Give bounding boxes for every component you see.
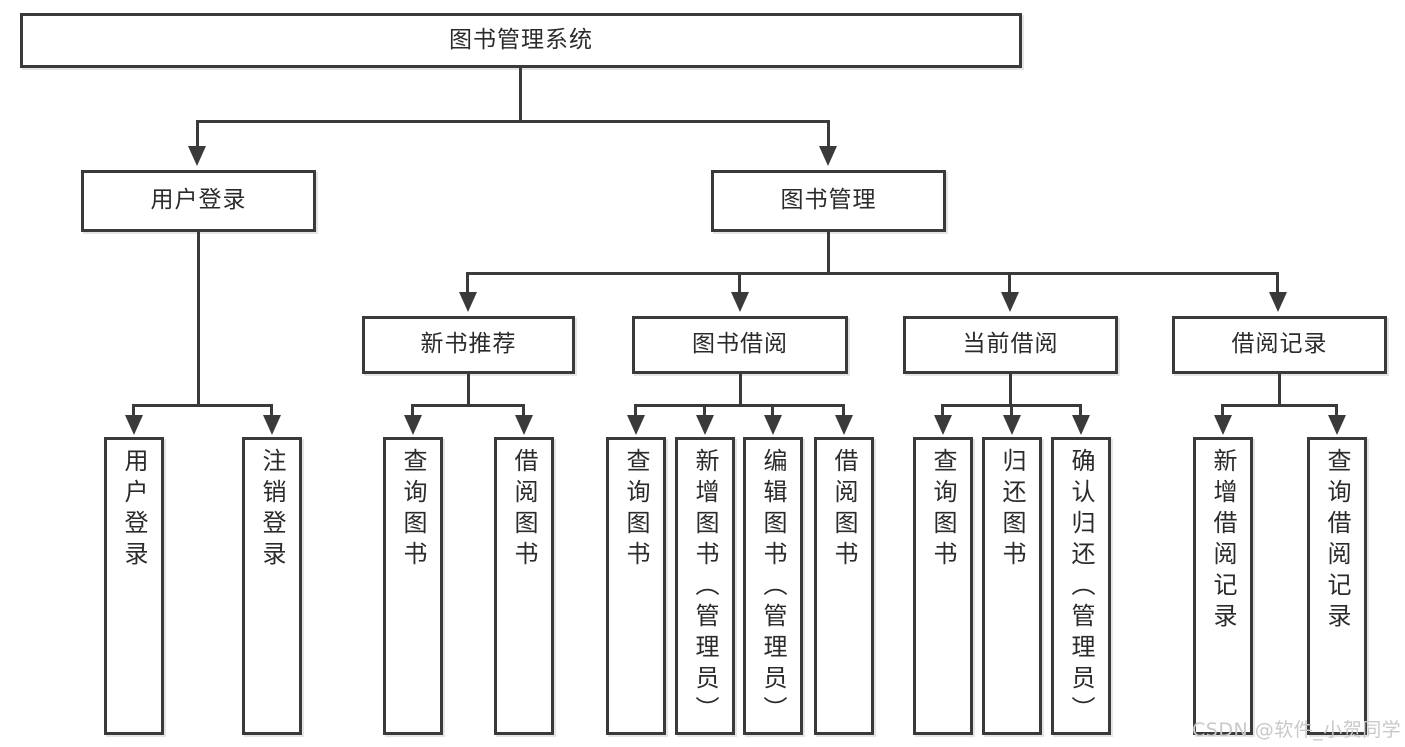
connector-book-borrow-leaf-2 — [703, 404, 706, 417]
node-label: 借阅图书 — [510, 448, 538, 572]
leaf-user-login-login[interactable]: 用户登录 — [104, 437, 164, 735]
connector-book-borrow-stem — [739, 374, 742, 406]
arrow-borrow-record-leaf-2 — [1328, 415, 1346, 435]
node-label: 借阅图书 — [830, 448, 858, 572]
watermark-text: CSDN @软件_小贺同学 — [1192, 719, 1402, 741]
node-label: 用户登录 — [150, 187, 247, 214]
connector-current-borrow-leaf-2 — [1010, 404, 1013, 417]
node-label: 确认归还（管理员） — [1067, 448, 1095, 727]
connector-to-book-borrow — [738, 272, 741, 294]
connector-user-login-leaf-2 — [270, 404, 273, 417]
connector-borrow-record-leaf-1 — [1221, 404, 1224, 417]
connector-book-borrow-leaf-1 — [634, 404, 637, 417]
leaf-new-book-borrow[interactable]: 借阅图书 — [494, 437, 554, 735]
arrow-current-borrow-leaf-2 — [1003, 415, 1021, 435]
node-borrow-record[interactable]: 借阅记录 — [1172, 316, 1387, 374]
leaf-new-book-query[interactable]: 查询图书 — [383, 437, 443, 735]
connector-user-login-leaf-1 — [132, 404, 135, 417]
arrow-to-borrow-record — [1269, 292, 1287, 312]
arrow-to-user-login — [188, 146, 206, 166]
node-current-borrow[interactable]: 当前借阅 — [903, 316, 1118, 374]
connector-user-login-bar — [132, 404, 270, 407]
node-label: 注销登录 — [258, 448, 286, 572]
arrow-to-current-borrow — [1001, 292, 1019, 312]
node-book-borrow[interactable]: 图书借阅 — [632, 316, 848, 374]
node-label: 归还图书 — [998, 448, 1026, 572]
connector-to-current-borrow — [1008, 272, 1011, 294]
connector-current-borrow-leaf-3 — [1079, 404, 1082, 417]
connector-level2-bar — [196, 120, 830, 123]
leaf-borrow-record-add[interactable]: 新增借阅记录 — [1193, 437, 1253, 735]
node-label: 查询图书 — [622, 448, 650, 572]
connector-to-book-management — [827, 120, 830, 148]
arrow-borrow-record-leaf-1 — [1214, 415, 1232, 435]
leaf-book-borrow-borrow[interactable]: 借阅图书 — [814, 437, 874, 735]
connector-new-book-leaf-1 — [411, 404, 414, 417]
arrow-book-borrow-leaf-2 — [696, 415, 714, 435]
node-label: 查询图书 — [399, 448, 427, 572]
connector-book-borrow-leaf-4 — [842, 404, 845, 417]
leaf-book-borrow-query[interactable]: 查询图书 — [606, 437, 666, 735]
node-label: 编辑图书（管理员） — [759, 448, 787, 727]
node-label: 图书管理 — [780, 187, 877, 214]
leaf-book-borrow-edit[interactable]: 编辑图书（管理员） — [743, 437, 803, 735]
node-label: 新书推荐 — [420, 331, 517, 358]
arrow-current-borrow-leaf-1 — [934, 415, 952, 435]
node-label: 新增图书（管理员） — [691, 448, 719, 727]
connector-to-borrow-record — [1276, 272, 1279, 294]
node-label: 新增借阅记录 — [1209, 448, 1237, 634]
leaf-current-borrow-confirm-return[interactable]: 确认归还（管理员） — [1051, 437, 1111, 735]
connector-root-stem — [519, 68, 522, 120]
arrow-new-book-leaf-1 — [404, 415, 422, 435]
arrow-user-login-leaf-1 — [125, 415, 143, 435]
node-user-login[interactable]: 用户登录 — [81, 170, 316, 232]
connector-book-borrow-bar — [634, 404, 845, 407]
connector-current-borrow-stem — [1009, 374, 1012, 406]
connector-borrow-record-stem — [1278, 374, 1281, 406]
leaf-current-borrow-query[interactable]: 查询图书 — [913, 437, 973, 735]
connector-borrow-record-bar — [1221, 404, 1338, 407]
node-label: 查询借阅记录 — [1323, 448, 1351, 634]
arrow-to-book-borrow — [731, 292, 749, 312]
connector-current-borrow-leaf-1 — [941, 404, 944, 417]
node-label: 当前借阅 — [962, 331, 1059, 358]
leaf-borrow-record-query[interactable]: 查询借阅记录 — [1307, 437, 1367, 735]
connector-new-book-leaf-2 — [522, 404, 525, 417]
leaf-book-borrow-add[interactable]: 新增图书（管理员） — [675, 437, 735, 735]
connector-new-book-bar — [411, 404, 525, 407]
connector-to-user-login — [196, 120, 199, 148]
connector-new-book-stem — [467, 374, 470, 406]
connector-to-new-book-recommend — [466, 272, 469, 294]
node-root-book-management-system[interactable]: 图书管理系统 — [20, 13, 1022, 68]
connector-book-management-stem — [827, 232, 830, 274]
arrow-book-borrow-leaf-4 — [835, 415, 853, 435]
leaf-current-borrow-return[interactable]: 归还图书 — [982, 437, 1042, 735]
arrow-book-borrow-leaf-1 — [627, 415, 645, 435]
arrow-user-login-leaf-2 — [263, 415, 281, 435]
connector-user-login-stem — [197, 232, 200, 406]
connector-book-borrow-leaf-3 — [771, 404, 774, 417]
connector-borrow-record-leaf-2 — [1335, 404, 1338, 417]
leaf-user-login-logout[interactable]: 注销登录 — [242, 437, 302, 735]
node-label: 用户登录 — [120, 448, 148, 572]
arrow-to-new-book-recommend — [459, 292, 477, 312]
node-new-book-recommend[interactable]: 新书推荐 — [362, 316, 575, 374]
node-label: 图书管理系统 — [449, 26, 593, 53]
node-label: 查询图书 — [929, 448, 957, 572]
arrow-book-borrow-leaf-3 — [764, 415, 782, 435]
connector-level3-bar — [466, 272, 1279, 275]
arrow-new-book-leaf-2 — [515, 415, 533, 435]
arrow-current-borrow-leaf-3 — [1072, 415, 1090, 435]
node-book-management[interactable]: 图书管理 — [711, 170, 946, 232]
arrow-to-book-management — [819, 146, 837, 166]
node-label: 借阅记录 — [1231, 331, 1328, 358]
node-label: 图书借阅 — [692, 331, 788, 358]
